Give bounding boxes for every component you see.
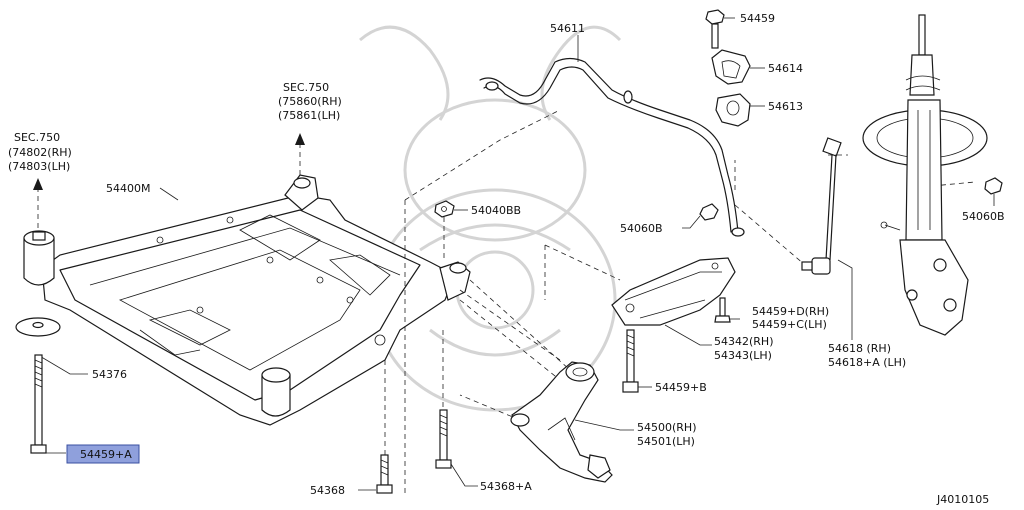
watermark-emblem xyxy=(359,25,622,412)
svg-text:54618+A (LH): 54618+A (LH) xyxy=(828,356,906,369)
stabilizer-bar-54611[interactable]: 54611 xyxy=(479,22,745,237)
svg-text:54500(RH): 54500(RH) xyxy=(637,421,697,434)
subframe-54400m[interactable] xyxy=(41,174,471,426)
svg-text:54040BB: 54040BB xyxy=(471,204,521,217)
nut-54060b-right[interactable]: 54060B xyxy=(962,177,1005,223)
svg-text:54611: 54611 xyxy=(550,22,585,35)
svg-text:54501(LH): 54501(LH) xyxy=(637,435,695,448)
bracket-54342[interactable]: 54342(RH) 54343(LH) xyxy=(611,257,774,362)
svg-text:54618 (RH): 54618 (RH) xyxy=(828,342,891,355)
svg-text:54459+D(RH): 54459+D(RH) xyxy=(752,305,829,318)
svg-text:54459+B: 54459+B xyxy=(655,381,707,394)
svg-text:54613: 54613 xyxy=(768,100,803,113)
strut-assembly xyxy=(862,14,988,336)
svg-text:54368+A: 54368+A xyxy=(480,480,532,493)
bushing-54613[interactable]: 54613 xyxy=(715,93,803,127)
svg-text:54614: 54614 xyxy=(768,62,803,75)
lower-arm-54500[interactable]: 54500(RH) 54501(LH) xyxy=(510,361,697,483)
nut-54060b-mid[interactable]: 54060B xyxy=(620,203,719,235)
label-54400m: 54400M xyxy=(106,182,179,201)
bolt-54459d[interactable]: 54459+D(RH) 54459+C(LH) xyxy=(714,297,829,331)
svg-text:(74802(RH): (74802(RH) xyxy=(8,146,72,159)
arrow-up-icon xyxy=(295,133,305,145)
clamp-54614[interactable]: 54614 xyxy=(711,49,803,85)
sec-750-top-ref: SEC.750 (75860(RH) (75861(LH) xyxy=(278,81,342,175)
svg-text:54342(RH): 54342(RH) xyxy=(714,335,774,348)
svg-text:SEC.750: SEC.750 xyxy=(283,81,329,94)
svg-text:54060B: 54060B xyxy=(620,222,663,235)
svg-text:54376: 54376 xyxy=(92,368,127,381)
svg-text:(75860(RH): (75860(RH) xyxy=(278,95,342,108)
svg-text:(75861(LH): (75861(LH) xyxy=(278,109,340,122)
svg-text:54368: 54368 xyxy=(310,484,345,497)
sec-750-left-ref: SEC.750 (74802(RH) (74803(LH) xyxy=(8,131,72,228)
svg-text:SEC.750: SEC.750 xyxy=(14,131,60,144)
drawing-id: J4010105 xyxy=(936,493,989,506)
mount-insulator-front[interactable] xyxy=(261,367,291,417)
svg-text:54343(LH): 54343(LH) xyxy=(714,349,772,362)
nut-54040bb[interactable]: 54040BB xyxy=(434,200,521,262)
washer-54376[interactable]: 54376 xyxy=(15,317,127,381)
svg-text:54459: 54459 xyxy=(740,12,775,25)
svg-text:(74803(LH): (74803(LH) xyxy=(8,160,70,173)
bolt-54459[interactable]: 54459 xyxy=(705,9,775,49)
svg-text:54400M: 54400M xyxy=(106,182,150,195)
stabilizer-link-54618[interactable]: 54618 (RH) 54618+A (LH) xyxy=(801,137,906,369)
svg-text:54060B: 54060B xyxy=(962,210,1005,223)
mount-insulator-left[interactable] xyxy=(23,230,55,286)
highlight-54459a xyxy=(66,444,140,464)
bolt-54459b[interactable]: 54459+B xyxy=(622,329,707,394)
svg-text:54459+A: 54459+A xyxy=(80,448,132,461)
arrow-up-icon xyxy=(33,178,43,190)
bolt-54368a[interactable]: 54368+A xyxy=(435,330,532,493)
svg-text:54459+C(LH): 54459+C(LH) xyxy=(752,318,827,331)
bolt-54459a-left[interactable]: 54459+A xyxy=(30,354,140,464)
dashed-guides xyxy=(404,109,976,495)
bolt-54368[interactable]: 54368 xyxy=(310,360,393,497)
